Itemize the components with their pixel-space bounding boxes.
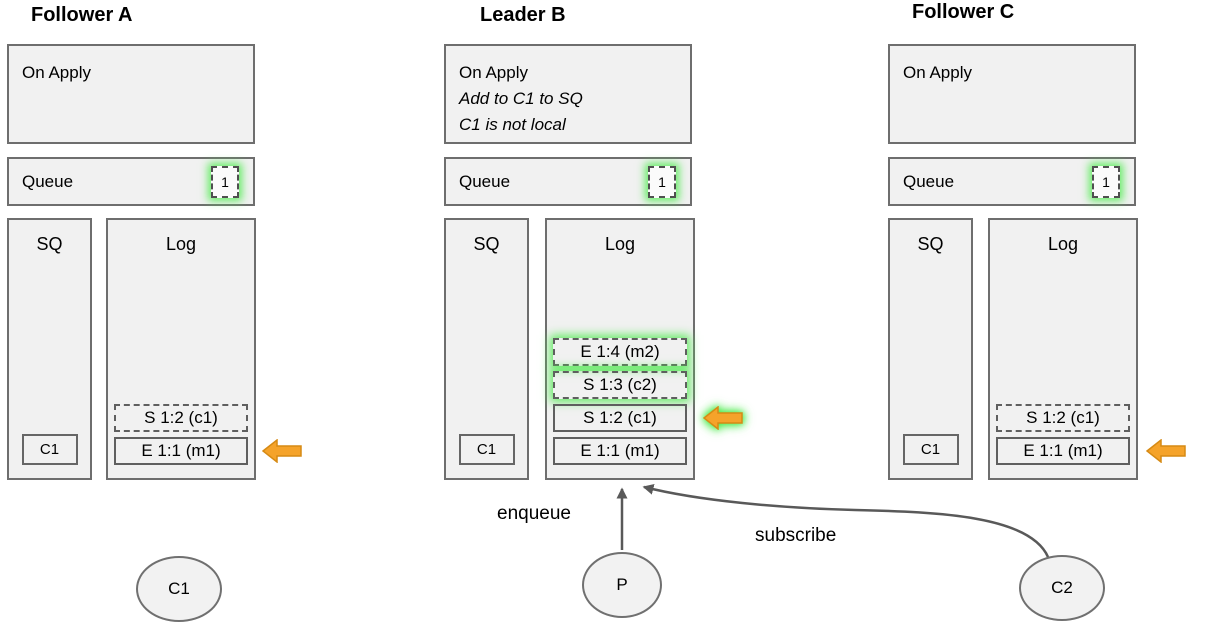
log-label: Log bbox=[165, 234, 197, 254]
node-follower-a: Follower A On Apply Queue 1 SQ C1 Log S … bbox=[7, 0, 257, 632]
on-apply-note: Add to C1 to SQ bbox=[459, 89, 583, 108]
log-entry: S 1:2 (c1) bbox=[114, 404, 248, 432]
queue-count-badge: 1 bbox=[1092, 165, 1120, 198]
node-title: Leader B bbox=[480, 4, 566, 26]
log-entries: S 1:2 (c1) E 1:1 (m1) bbox=[108, 404, 254, 478]
log-label: Log bbox=[1047, 234, 1079, 254]
log-entry: S 1:2 (c1) bbox=[996, 404, 1130, 432]
log-entry: S 1:3 (c2) bbox=[553, 371, 687, 399]
log-entry: S 1:2 (c1) bbox=[553, 404, 687, 432]
subscribe-label: subscribe bbox=[755, 525, 837, 546]
orange-left-arrow-glow-icon bbox=[703, 406, 743, 430]
sq-item-c1: C1 bbox=[21, 434, 78, 465]
log-entries: E 1:4 (m2) S 1:3 (c2) S 1:2 (c1) E 1:1 (… bbox=[547, 338, 693, 478]
on-apply-box: On Apply bbox=[888, 44, 1136, 144]
on-apply-label: On Apply bbox=[22, 63, 91, 82]
log-entry: E 1:1 (m1) bbox=[553, 437, 687, 465]
log-box: Log E 1:4 (m2) S 1:3 (c2) S 1:2 (c1) E 1… bbox=[545, 218, 695, 480]
sq-item-c1: C1 bbox=[458, 434, 515, 465]
orange-left-arrow-icon bbox=[1146, 439, 1186, 463]
log-entry: E 1:4 (m2) bbox=[553, 338, 687, 366]
on-apply-label: On Apply bbox=[903, 63, 972, 82]
log-label: Log bbox=[604, 234, 636, 254]
sq-label: SQ bbox=[473, 234, 500, 254]
on-apply-note: C1 is not local bbox=[459, 115, 566, 134]
node-leader-b: Leader B On Apply Add to C1 to SQ C1 is … bbox=[444, 0, 695, 632]
queue-label: Queue bbox=[903, 171, 955, 191]
queue-box: Queue 1 bbox=[444, 157, 692, 206]
log-box: Log S 1:2 (c1) E 1:1 (m1) bbox=[106, 218, 256, 480]
queue-box: Queue 1 bbox=[7, 157, 255, 206]
sq-item-c1: C1 bbox=[902, 434, 959, 465]
orange-left-arrow-icon bbox=[262, 439, 302, 463]
sq-box: SQ C1 bbox=[888, 218, 973, 480]
on-apply-label: On Apply bbox=[459, 63, 528, 82]
queue-label: Queue bbox=[22, 171, 74, 191]
node-follower-c: Follower C On Apply Queue 1 SQ C1 Log S … bbox=[888, 0, 1138, 632]
enqueue-label: enqueue bbox=[497, 503, 571, 524]
sq-label: SQ bbox=[917, 234, 944, 254]
sq-label: SQ bbox=[36, 234, 63, 254]
producer-p-circle: P bbox=[582, 552, 662, 618]
node-title: Follower A bbox=[31, 4, 133, 26]
on-apply-box: On Apply Add to C1 to SQ C1 is not local bbox=[444, 44, 692, 144]
on-apply-box: On Apply bbox=[7, 44, 255, 144]
node-title: Follower C bbox=[912, 1, 1015, 23]
log-box: Log S 1:2 (c1) E 1:1 (m1) bbox=[988, 218, 1138, 480]
queue-count-badge: 1 bbox=[648, 165, 676, 198]
queue-label: Queue bbox=[459, 171, 511, 191]
log-entries: S 1:2 (c1) E 1:1 (m1) bbox=[990, 404, 1136, 478]
consumer-c2-circle: C2 bbox=[1019, 555, 1105, 621]
log-entry: E 1:1 (m1) bbox=[996, 437, 1130, 465]
log-entry: E 1:1 (m1) bbox=[114, 437, 248, 465]
consumer-c1-circle: C1 bbox=[136, 556, 222, 622]
queue-box: Queue 1 bbox=[888, 157, 1136, 206]
sq-box: SQ C1 bbox=[7, 218, 92, 480]
queue-count-badge: 1 bbox=[211, 165, 239, 198]
sq-box: SQ C1 bbox=[444, 218, 529, 480]
